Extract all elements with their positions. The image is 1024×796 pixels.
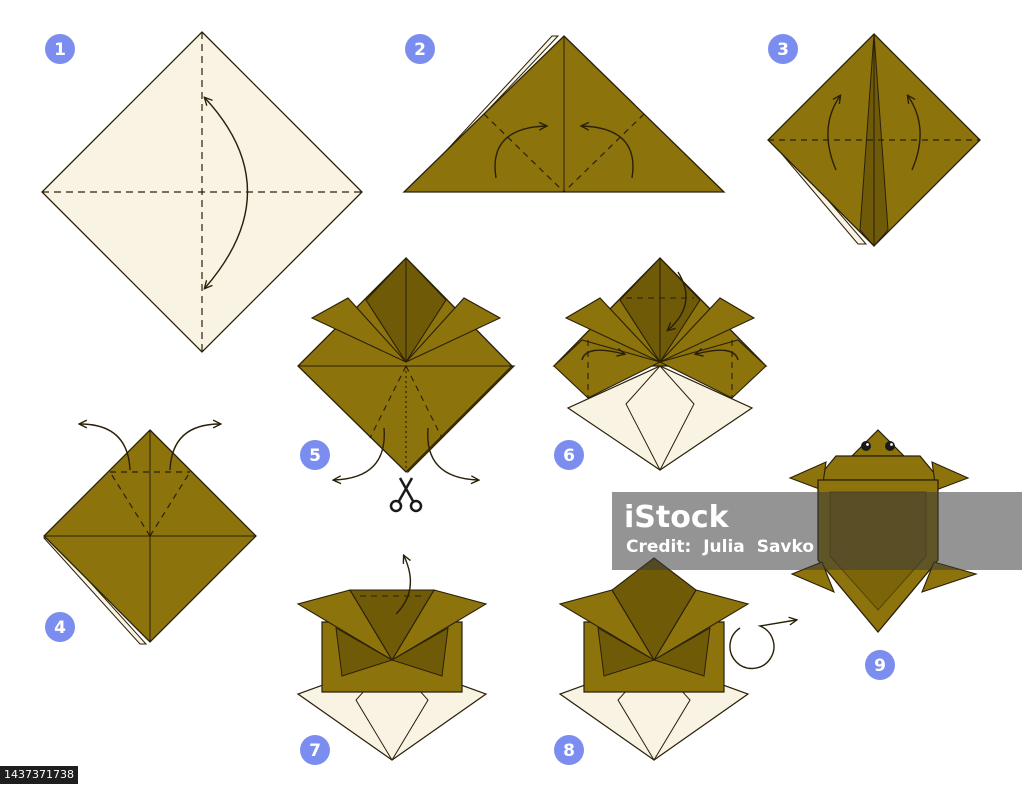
step-number: 9 (874, 656, 886, 676)
fold-arrow-icon (581, 350, 624, 361)
step-badge-1: 1 (45, 34, 75, 64)
fold-arrow-icon (827, 96, 840, 171)
scissors-icon (389, 477, 423, 513)
step-number: 1 (54, 40, 66, 60)
fold-arrow-icon (169, 424, 220, 471)
step-5-diagram (297, 257, 516, 513)
watermark-credit: Credit: Julia Savko (626, 537, 815, 557)
step-number: 4 (54, 618, 66, 638)
step-badge-7: 7 (300, 735, 330, 765)
step-badge-9: 9 (865, 650, 895, 680)
fold-arrow-icon (334, 427, 385, 480)
fold-arrow-icon (908, 96, 921, 171)
step-badge-6: 6 (554, 440, 584, 470)
turn-over-icon (729, 620, 796, 670)
step-number: 2 (414, 40, 426, 60)
step-2-diagram (402, 35, 726, 193)
fold-arrow-icon (80, 424, 131, 471)
step-badge-4: 4 (45, 612, 75, 642)
eye-left-icon (861, 441, 871, 451)
fold-arrow-icon (582, 126, 634, 179)
step-number: 8 (563, 741, 575, 761)
step-number: 6 (563, 446, 575, 466)
fold-arrow-icon (205, 98, 249, 288)
fold-arrow-icon (696, 350, 739, 361)
step-7-diagram (296, 556, 488, 761)
step-number: 7 (309, 741, 321, 761)
stock-id-label: 1437371738 (0, 766, 78, 784)
step-1-diagram (41, 31, 363, 353)
step-4-diagram (42, 424, 257, 645)
step-badge-3: 3 (768, 34, 798, 64)
step-3-diagram (767, 33, 981, 247)
step-8-diagram (558, 557, 796, 761)
eye-right-icon (885, 441, 895, 451)
step-6-diagram (552, 257, 768, 472)
step-badge-8: 8 (554, 735, 584, 765)
watermark-logo: iStock (624, 500, 729, 535)
fold-arrow-icon (427, 427, 478, 480)
step-number: 3 (777, 40, 789, 60)
watermark-banner (612, 492, 1022, 570)
step-badge-2: 2 (405, 34, 435, 64)
fold-arrow-icon (395, 556, 412, 615)
step-badge-5: 5 (300, 440, 330, 470)
step-number: 5 (309, 446, 321, 466)
fold-arrow-icon (668, 271, 687, 330)
fold-arrow-icon (494, 126, 546, 179)
